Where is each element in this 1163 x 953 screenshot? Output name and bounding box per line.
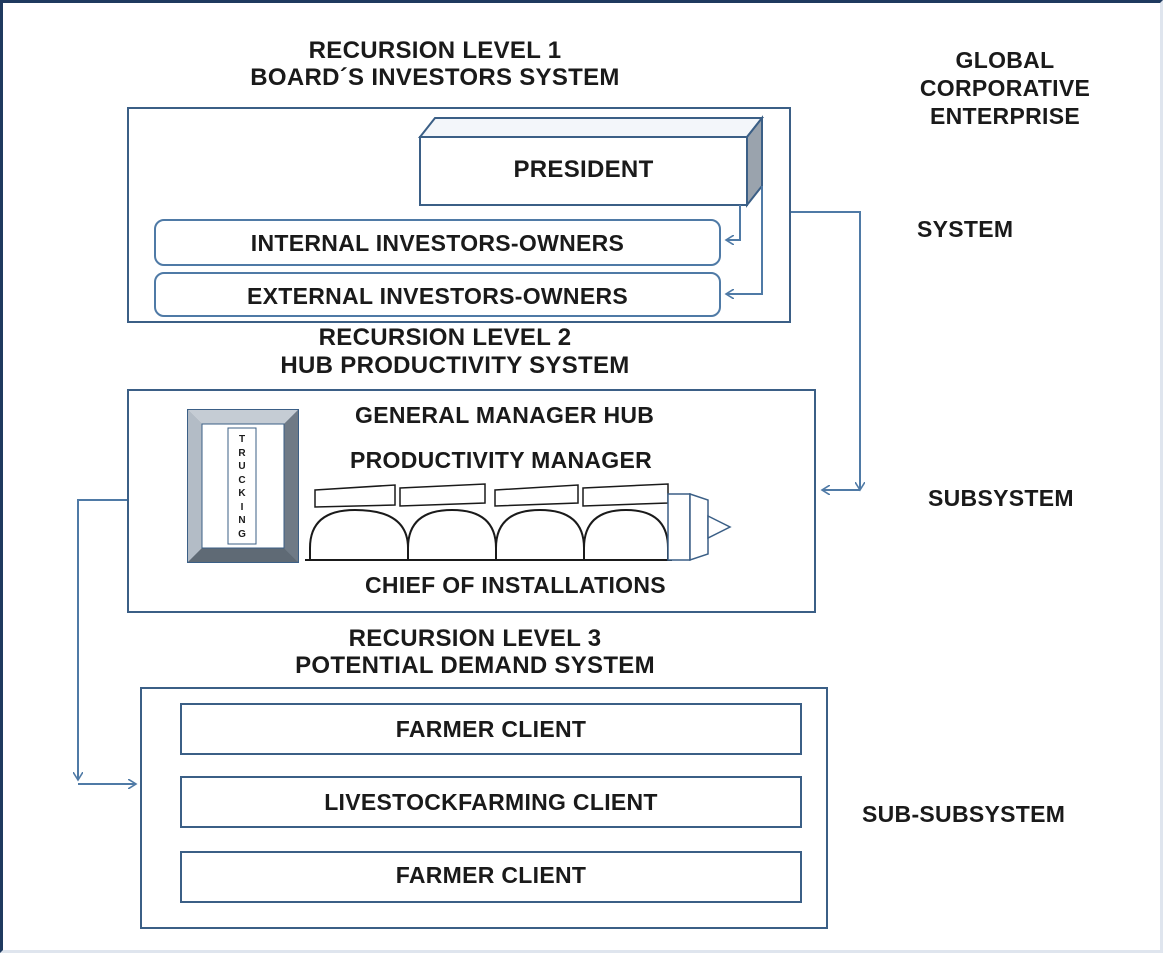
trucking-letter: R xyxy=(238,447,246,459)
external-investors-box xyxy=(154,272,721,317)
enterprise-label-line1: GLOBAL xyxy=(955,47,1055,73)
trucking-letter: U xyxy=(238,461,246,473)
trucking-letter: T xyxy=(238,434,246,445)
trucking-letter: C xyxy=(238,474,246,486)
level2-title-line1: RECURSION LEVEL 2 xyxy=(318,324,572,351)
client-label: FARMER CLIENT xyxy=(395,862,587,888)
level3-title-line2: POTENTIAL DEMAND SYSTEM xyxy=(295,652,655,679)
external-investors-label: EXTERNAL INVESTORS-OWNERS xyxy=(246,283,629,309)
productivity-manager-label: PRODUCTIVITY MANAGER xyxy=(350,447,653,473)
subsubsystem-label: SUB-SUBSYSTEM xyxy=(862,801,1066,827)
subsystem-label: SUBSYSTEM xyxy=(928,485,1074,511)
trucking-letter: G xyxy=(238,528,246,540)
client-box xyxy=(180,703,802,755)
level1-title-line1: RECURSION LEVEL 1 xyxy=(308,37,562,64)
level3-title-line1: RECURSION LEVEL 3 xyxy=(348,625,602,652)
client-box xyxy=(180,776,802,828)
president-label: PRESIDENT xyxy=(513,156,654,183)
trucking-letter: N xyxy=(238,515,246,527)
level2-title-line2: HUB PRODUCTIVITY SYSTEM xyxy=(280,352,630,379)
internal-investors-box xyxy=(154,219,721,266)
enterprise-label-line3: ENTERPRISE xyxy=(930,103,1080,129)
chief-installations-label: CHIEF OF INSTALLATIONS xyxy=(365,572,666,598)
client-box xyxy=(180,851,802,903)
enterprise-label-line2: CORPORATIVE xyxy=(919,75,1091,101)
trucking-letter: K xyxy=(238,488,246,500)
level1-title-line2: BOARD´S INVESTORS SYSTEM xyxy=(250,64,620,91)
trucking-letter: I xyxy=(240,501,244,513)
client-label: FARMER CLIENT xyxy=(395,716,587,742)
internal-investors-label: INTERNAL INVESTORS-OWNERS xyxy=(250,230,625,256)
client-label: LIVESTOCKFARMING CLIENT xyxy=(324,789,658,815)
general-manager-label: GENERAL MANAGER HUB xyxy=(355,402,655,428)
trucking-label: T R U C K I N G xyxy=(228,434,256,540)
system-label: SYSTEM xyxy=(917,216,1014,242)
